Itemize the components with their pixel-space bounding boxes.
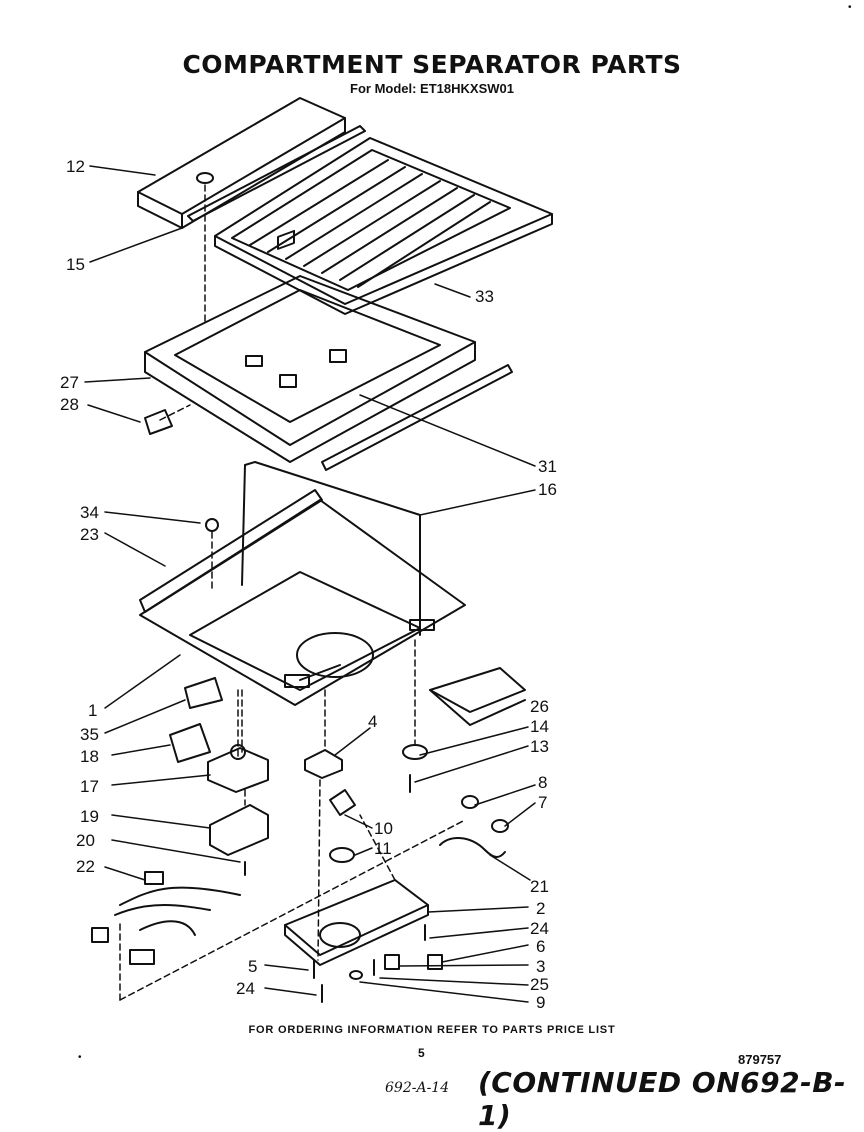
catalog-number: 879757 bbox=[738, 1052, 782, 1067]
part-frame-27 bbox=[144, 229, 476, 463]
part-thermostat-10 bbox=[329, 789, 356, 816]
callout-label: 2 bbox=[536, 899, 545, 918]
callout-label: 4 bbox=[368, 712, 377, 731]
callout-label: 33 bbox=[475, 287, 494, 306]
part-block-28 bbox=[144, 409, 173, 435]
callout-labels: 12 15 33 27 28 31 16 34 23 1 26 35 4 14 … bbox=[60, 157, 557, 1012]
callout-label: 8 bbox=[538, 773, 547, 792]
callout-label: 21 bbox=[530, 877, 549, 896]
parts-diagram-page: COMPARTMENT SEPARATOR PARTS For Model: E… bbox=[60, 2, 852, 1132]
callout-label: 35 bbox=[80, 725, 99, 744]
exploded-parts-drawing: 12 15 33 27 28 31 16 34 23 1 26 35 4 14 … bbox=[60, 97, 557, 1012]
scan-mark-top-right: • bbox=[848, 2, 852, 13]
callout-label: 28 bbox=[60, 395, 79, 414]
part-housing-2 bbox=[284, 879, 429, 966]
callout-label: 24 bbox=[530, 919, 549, 938]
callout-label: 26 bbox=[530, 697, 549, 716]
part-grille-33 bbox=[214, 137, 553, 315]
part-housing-17 bbox=[207, 747, 269, 793]
callout-label: 31 bbox=[538, 457, 557, 476]
callout-label: 6 bbox=[536, 937, 545, 956]
callout-label: 22 bbox=[76, 857, 95, 876]
callout-label: 25 bbox=[530, 975, 549, 994]
part-clip-35 bbox=[184, 677, 223, 709]
part-insulation-26 bbox=[429, 667, 526, 713]
callout-label: 24 bbox=[236, 979, 255, 998]
part-harness-22 bbox=[91, 871, 241, 965]
callout-label: 19 bbox=[80, 807, 99, 826]
callout-label: 13 bbox=[530, 737, 549, 756]
callout-label: 16 bbox=[538, 480, 557, 499]
part-connector-6 bbox=[427, 954, 443, 970]
callout-label: 15 bbox=[66, 255, 85, 274]
model-subtitle: For Model: ET18HKXSW01 bbox=[350, 81, 514, 96]
part-knob-14 bbox=[402, 744, 428, 760]
callout-label: 27 bbox=[60, 373, 79, 392]
part-washer-9 bbox=[349, 970, 363, 980]
part-ring-8 bbox=[461, 795, 479, 809]
continued-note: (CONTINUED ON692-B-1) bbox=[478, 1066, 847, 1132]
part-strip-15 bbox=[187, 125, 366, 222]
callout-label: 34 bbox=[80, 503, 99, 522]
part-bracket-12 bbox=[137, 97, 346, 229]
part-knob-4 bbox=[304, 749, 343, 779]
callout-label: 20 bbox=[76, 831, 95, 850]
callout-label: 17 bbox=[80, 777, 99, 796]
part-washer-11 bbox=[329, 847, 355, 863]
page-number: 5 bbox=[418, 1046, 425, 1060]
part-connector-3 bbox=[384, 954, 400, 970]
handwritten-reference: 692-A-14 bbox=[385, 1080, 450, 1096]
callout-label: 11 bbox=[374, 839, 392, 858]
part-cap-34 bbox=[205, 518, 219, 532]
callout-label: 1 bbox=[88, 701, 97, 720]
part-bracket-19 bbox=[209, 804, 269, 856]
part-panel-23 bbox=[139, 489, 466, 706]
callout-label: 10 bbox=[374, 819, 393, 838]
assembly-guide-lines bbox=[119, 184, 466, 1001]
part-lens-18 bbox=[169, 723, 211, 763]
ordering-footer-note: FOR ORDERING INFORMATION REFER TO PARTS … bbox=[248, 1024, 616, 1036]
scan-mark-left: • bbox=[78, 1052, 82, 1063]
callout-label: 23 bbox=[80, 525, 99, 544]
callout-label: 9 bbox=[536, 993, 545, 1012]
part-wire-16 bbox=[244, 461, 421, 636]
callout-label: 12 bbox=[66, 157, 85, 176]
part-clip-7 bbox=[491, 819, 509, 833]
page-title: COMPARTMENT SEPARATOR PARTS bbox=[182, 50, 682, 79]
leader-lines bbox=[84, 165, 536, 1003]
part-strip-31 bbox=[321, 364, 513, 471]
callout-label: 5 bbox=[248, 957, 257, 976]
callout-label: 14 bbox=[530, 717, 549, 736]
callout-label: 3 bbox=[536, 957, 545, 976]
callout-label: 18 bbox=[80, 747, 99, 766]
part-wire-21 bbox=[439, 837, 506, 858]
callout-label: 7 bbox=[538, 793, 547, 812]
